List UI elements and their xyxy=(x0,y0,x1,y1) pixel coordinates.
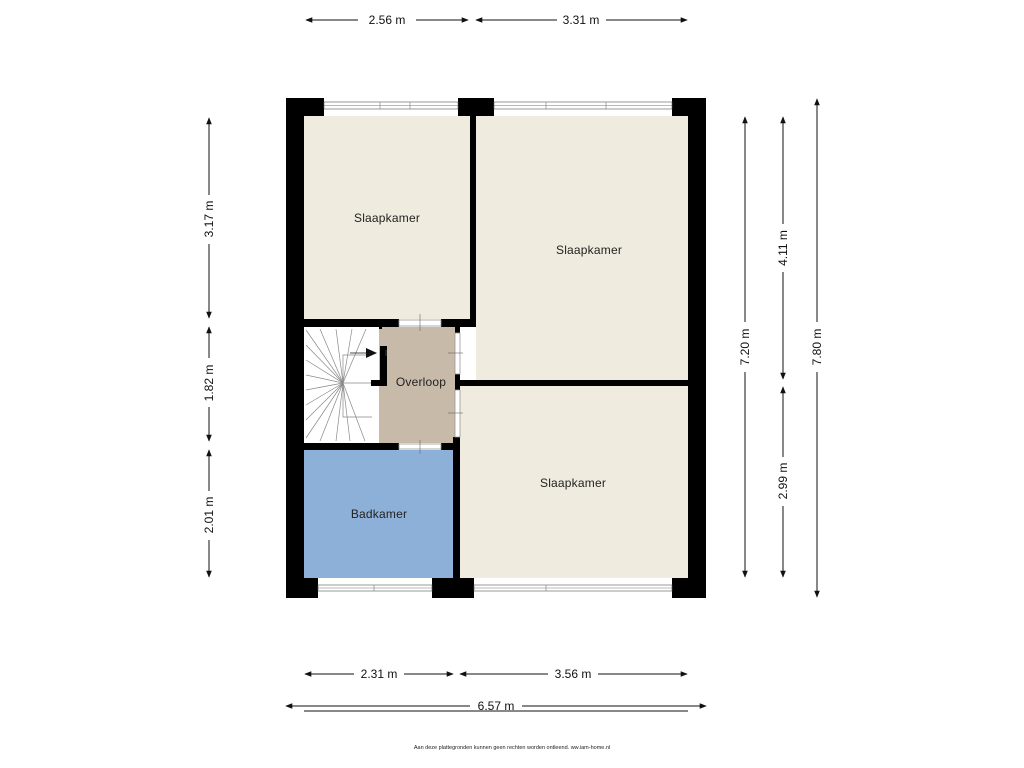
stair-arrow-icon xyxy=(366,348,377,358)
room-label-overloop: Overloop xyxy=(396,375,446,389)
room-label-slaapkamer-ne: Slaapkamer xyxy=(556,243,622,257)
dimension-top: 2.56 m 3.31 m xyxy=(305,13,688,27)
dim-top-right: 3.31 m xyxy=(563,13,600,27)
dim-right-total-inner: 7.20 m xyxy=(738,329,752,366)
dim-right-total-outer: 7.80 m xyxy=(810,329,824,366)
dimension-left: 3.17 m 1.82 m 2.01 m xyxy=(202,117,216,578)
dim-top-left: 2.56 m xyxy=(369,13,406,27)
dim-right-upper: 4.11 m xyxy=(776,230,790,266)
dimension-bottom: 2.31 m 3.56 m 6.57 m xyxy=(285,667,707,713)
disclaimer-text: Aan deze plattegronden kunnen geen recht… xyxy=(413,745,611,751)
room-slaapkamer-ne xyxy=(476,116,688,380)
dim-left-top: 3.17 m xyxy=(202,201,216,238)
room-slaapkamer-se xyxy=(460,386,688,578)
room-overloop xyxy=(379,327,455,443)
room-badkamer xyxy=(304,450,453,578)
dim-left-bottom: 2.01 m xyxy=(202,497,216,534)
walls xyxy=(286,98,706,598)
dim-right-lower: 2.99 m xyxy=(776,463,790,500)
dim-bottom-left: 2.31 m xyxy=(361,667,398,681)
dim-bottom-total: 6.57 m xyxy=(478,699,515,713)
room-slaapkamer-nw xyxy=(304,116,470,319)
dimension-right: 7.20 m 4.11 m 2.99 m 7.80 m xyxy=(738,98,824,598)
room-label-slaapkamer-nw: Slaapkamer xyxy=(354,211,420,225)
dim-left-middle: 1.82 m xyxy=(202,365,216,402)
staircase xyxy=(305,328,372,442)
room-label-badkamer: Badkamer xyxy=(351,507,407,521)
dim-bottom-right: 3.56 m xyxy=(555,667,592,681)
room-label-slaapkamer-se: Slaapkamer xyxy=(540,476,606,490)
